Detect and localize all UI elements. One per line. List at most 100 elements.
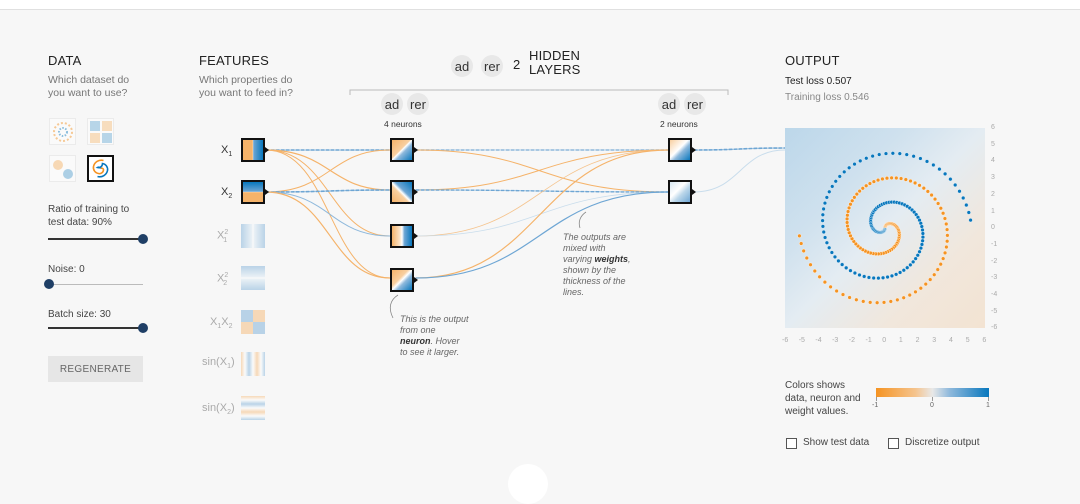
feature-x1[interactable] xyxy=(241,138,265,162)
data-point xyxy=(912,180,918,186)
ratio-slider-knob[interactable] xyxy=(138,234,148,244)
neuron-l1-1[interactable] xyxy=(390,138,414,162)
data-point xyxy=(854,297,859,302)
feature-sinx2-sub: 2 xyxy=(227,409,231,417)
data-point xyxy=(820,212,825,217)
batch-slider-track[interactable] xyxy=(48,327,144,329)
weights-note-line5: thickness of the xyxy=(563,276,626,286)
feature-x1sq-sub: 1 xyxy=(223,236,228,244)
noise-slider-knob[interactable] xyxy=(44,279,54,289)
data-point xyxy=(837,174,842,179)
add-layer-button[interactable]: ad xyxy=(451,55,473,77)
dataset-gaussian[interactable] xyxy=(49,155,76,182)
show-test-data-checkbox[interactable] xyxy=(786,438,797,449)
data-point xyxy=(915,253,920,258)
feature-sin-x1[interactable] xyxy=(241,352,265,376)
data-point xyxy=(911,259,916,264)
remove-layer-button[interactable]: rer xyxy=(481,55,503,77)
neuron-l1-2[interactable] xyxy=(390,180,414,204)
neuron-l1-4[interactable] xyxy=(390,268,414,292)
feature-x1x2-label: X1X2 xyxy=(210,316,233,330)
data-point xyxy=(942,216,948,221)
data-point xyxy=(847,295,852,300)
data-point xyxy=(966,210,971,215)
data-point xyxy=(846,205,852,210)
feature-x1sq-base: X xyxy=(217,229,225,242)
feature-x1-times-x2[interactable] xyxy=(241,310,265,334)
feature-x1-base: X xyxy=(221,144,229,156)
spiral-dataset-icon xyxy=(92,159,109,178)
link-x2-n4 xyxy=(265,191,391,279)
batch-label: Batch size: 30 xyxy=(48,309,111,320)
neuron-l1-4-tip xyxy=(414,277,418,283)
discretize-output-checkbox[interactable] xyxy=(888,438,899,449)
feature-x2[interactable] xyxy=(241,180,265,204)
show-test-data-label[interactable]: Show test data xyxy=(803,437,870,448)
layer2-remove-neuron-button[interactable]: rer xyxy=(684,93,706,115)
data-point xyxy=(911,154,916,159)
data-point xyxy=(804,255,809,261)
neuron-l2-2[interactable] xyxy=(668,180,692,204)
data-point xyxy=(941,211,946,216)
layer1-remove-neuron-button[interactable]: rer xyxy=(407,93,429,115)
data-point xyxy=(820,218,825,223)
legend-line2: data, neuron and xyxy=(785,393,861,404)
data-point xyxy=(903,177,908,182)
circle-dataset-icon xyxy=(53,122,73,142)
data-point xyxy=(870,154,875,159)
hidden-layers-title-line2: LAYERS xyxy=(529,62,581,77)
neuron-note-line2: from one xyxy=(400,325,436,335)
data-point xyxy=(854,192,859,197)
data-point xyxy=(948,177,953,182)
feature-x1-squared[interactable] xyxy=(241,224,265,248)
feature-x2sq-base: X xyxy=(217,272,225,285)
y-tick-label: 0 xyxy=(991,224,995,232)
layer1-add-neuron-button[interactable]: ad xyxy=(381,93,403,115)
data-point xyxy=(827,189,832,194)
feature-x1sq-label: X21 xyxy=(217,229,228,244)
dataset-spiral[interactable] xyxy=(87,155,114,182)
feature-x2-squared[interactable] xyxy=(241,266,265,290)
regenerate-button[interactable]: REGENERATE xyxy=(48,356,143,382)
data-point xyxy=(850,198,855,203)
dataset-circle[interactable] xyxy=(49,118,76,145)
legend-mid-label: 0 xyxy=(930,402,934,409)
data-point xyxy=(820,224,826,229)
neuron-l1-3[interactable] xyxy=(390,224,414,248)
feature-sinx1-close: ) xyxy=(230,356,235,368)
ratio-label: Ratio of training to test data: 90% xyxy=(48,203,129,229)
data-point xyxy=(919,242,925,247)
noise-slider-track[interactable] xyxy=(48,284,143,285)
data-point xyxy=(917,183,922,188)
feature-x1x2-base1: X xyxy=(210,316,218,328)
batch-slider-knob[interactable] xyxy=(138,323,148,333)
data-point xyxy=(871,179,876,184)
discretize-output-label[interactable]: Discretize output xyxy=(905,437,980,448)
weights-note: The outputs are mixed with varying weigh… xyxy=(563,232,631,298)
y-tick-label: -6 xyxy=(991,324,998,332)
data-point xyxy=(845,213,850,218)
data-point xyxy=(845,220,850,225)
legend-min-label: -1 xyxy=(872,402,879,409)
data-point xyxy=(897,270,903,275)
weights-note-line2: mixed with xyxy=(563,243,606,253)
layer2-add-neuron-button[interactable]: ad xyxy=(658,93,680,115)
bottom-floating-button[interactable] xyxy=(508,464,548,504)
data-point xyxy=(908,178,913,184)
data-point xyxy=(961,195,966,201)
output-heatmap[interactable] xyxy=(785,128,985,328)
y-tick-label: -2 xyxy=(991,257,998,265)
data-point xyxy=(944,221,949,227)
feature-sin-x2[interactable] xyxy=(241,396,265,420)
data-point xyxy=(937,167,942,172)
data-point xyxy=(953,182,958,188)
dataset-xor[interactable] xyxy=(87,118,114,145)
legend-max-label: 1 xyxy=(986,402,990,409)
layer2-neuron-count: 2 neurons xyxy=(660,119,698,129)
data-point xyxy=(880,275,886,280)
features-subtitle: Which properties do you want to feed in? xyxy=(199,74,293,100)
neuron-l2-1[interactable] xyxy=(668,138,692,162)
y-tick-label: 2 xyxy=(991,190,995,198)
y-tick-label: -5 xyxy=(991,307,998,315)
ratio-slider-track[interactable] xyxy=(48,238,144,240)
